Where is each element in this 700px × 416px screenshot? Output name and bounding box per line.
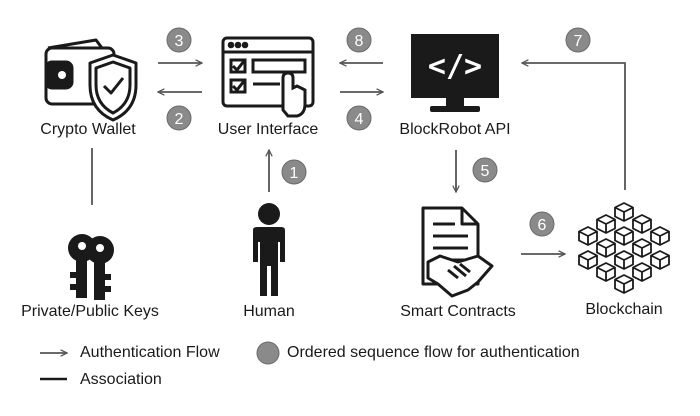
legend-ordered-sequence: Ordered sequence flow for authentication bbox=[287, 344, 580, 361]
step-badge-7: 7 bbox=[565, 27, 591, 53]
human-icon bbox=[253, 203, 285, 296]
code-glyph-text: </> bbox=[428, 49, 482, 84]
step-badge-3: 3 bbox=[166, 27, 192, 53]
arrow-blockchain-to-api bbox=[522, 63, 626, 190]
step-badge-2: 2 bbox=[166, 105, 192, 131]
step-badge-6: 6 bbox=[529, 211, 555, 237]
crypto-wallet-label: Crypto Wallet bbox=[40, 121, 136, 138]
svg-text:2: 2 bbox=[175, 111, 184, 128]
smart-contracts-label: Smart Contracts bbox=[400, 303, 516, 320]
step-badge-1: 1 bbox=[281, 159, 307, 185]
blockrobot-api-icon: </> bbox=[411, 34, 499, 112]
svg-text:6: 6 bbox=[538, 217, 547, 234]
human-label: Human bbox=[243, 303, 295, 320]
legend-authentication-flow: Authentication Flow bbox=[80, 344, 220, 361]
blockrobot-api-label: BlockRobot API bbox=[399, 121, 511, 138]
step-badge-5: 5 bbox=[472, 157, 498, 183]
private-public-keys-label: Private/Public Keys bbox=[21, 303, 159, 320]
user-interface-icon bbox=[221, 36, 315, 118]
svg-text:1: 1 bbox=[290, 165, 299, 182]
blockchain-label: Blockchain bbox=[585, 301, 663, 318]
svg-text:5: 5 bbox=[481, 163, 490, 180]
keys-icon bbox=[68, 234, 114, 300]
svg-text:7: 7 bbox=[574, 33, 583, 50]
smart-contracts-icon bbox=[421, 206, 494, 298]
legend-sequence-badge bbox=[256, 341, 280, 365]
user-interface-label: User Interface bbox=[217, 121, 319, 138]
legend-association: Association bbox=[80, 371, 162, 388]
step-badge-8: 8 bbox=[346, 27, 372, 53]
svg-text:8: 8 bbox=[355, 33, 364, 50]
step-badge-4: 4 bbox=[346, 105, 372, 131]
blockchain-icon bbox=[578, 202, 670, 294]
svg-text:4: 4 bbox=[355, 111, 364, 128]
crypto-wallet-icon bbox=[44, 38, 138, 122]
svg-text:3: 3 bbox=[175, 33, 184, 50]
